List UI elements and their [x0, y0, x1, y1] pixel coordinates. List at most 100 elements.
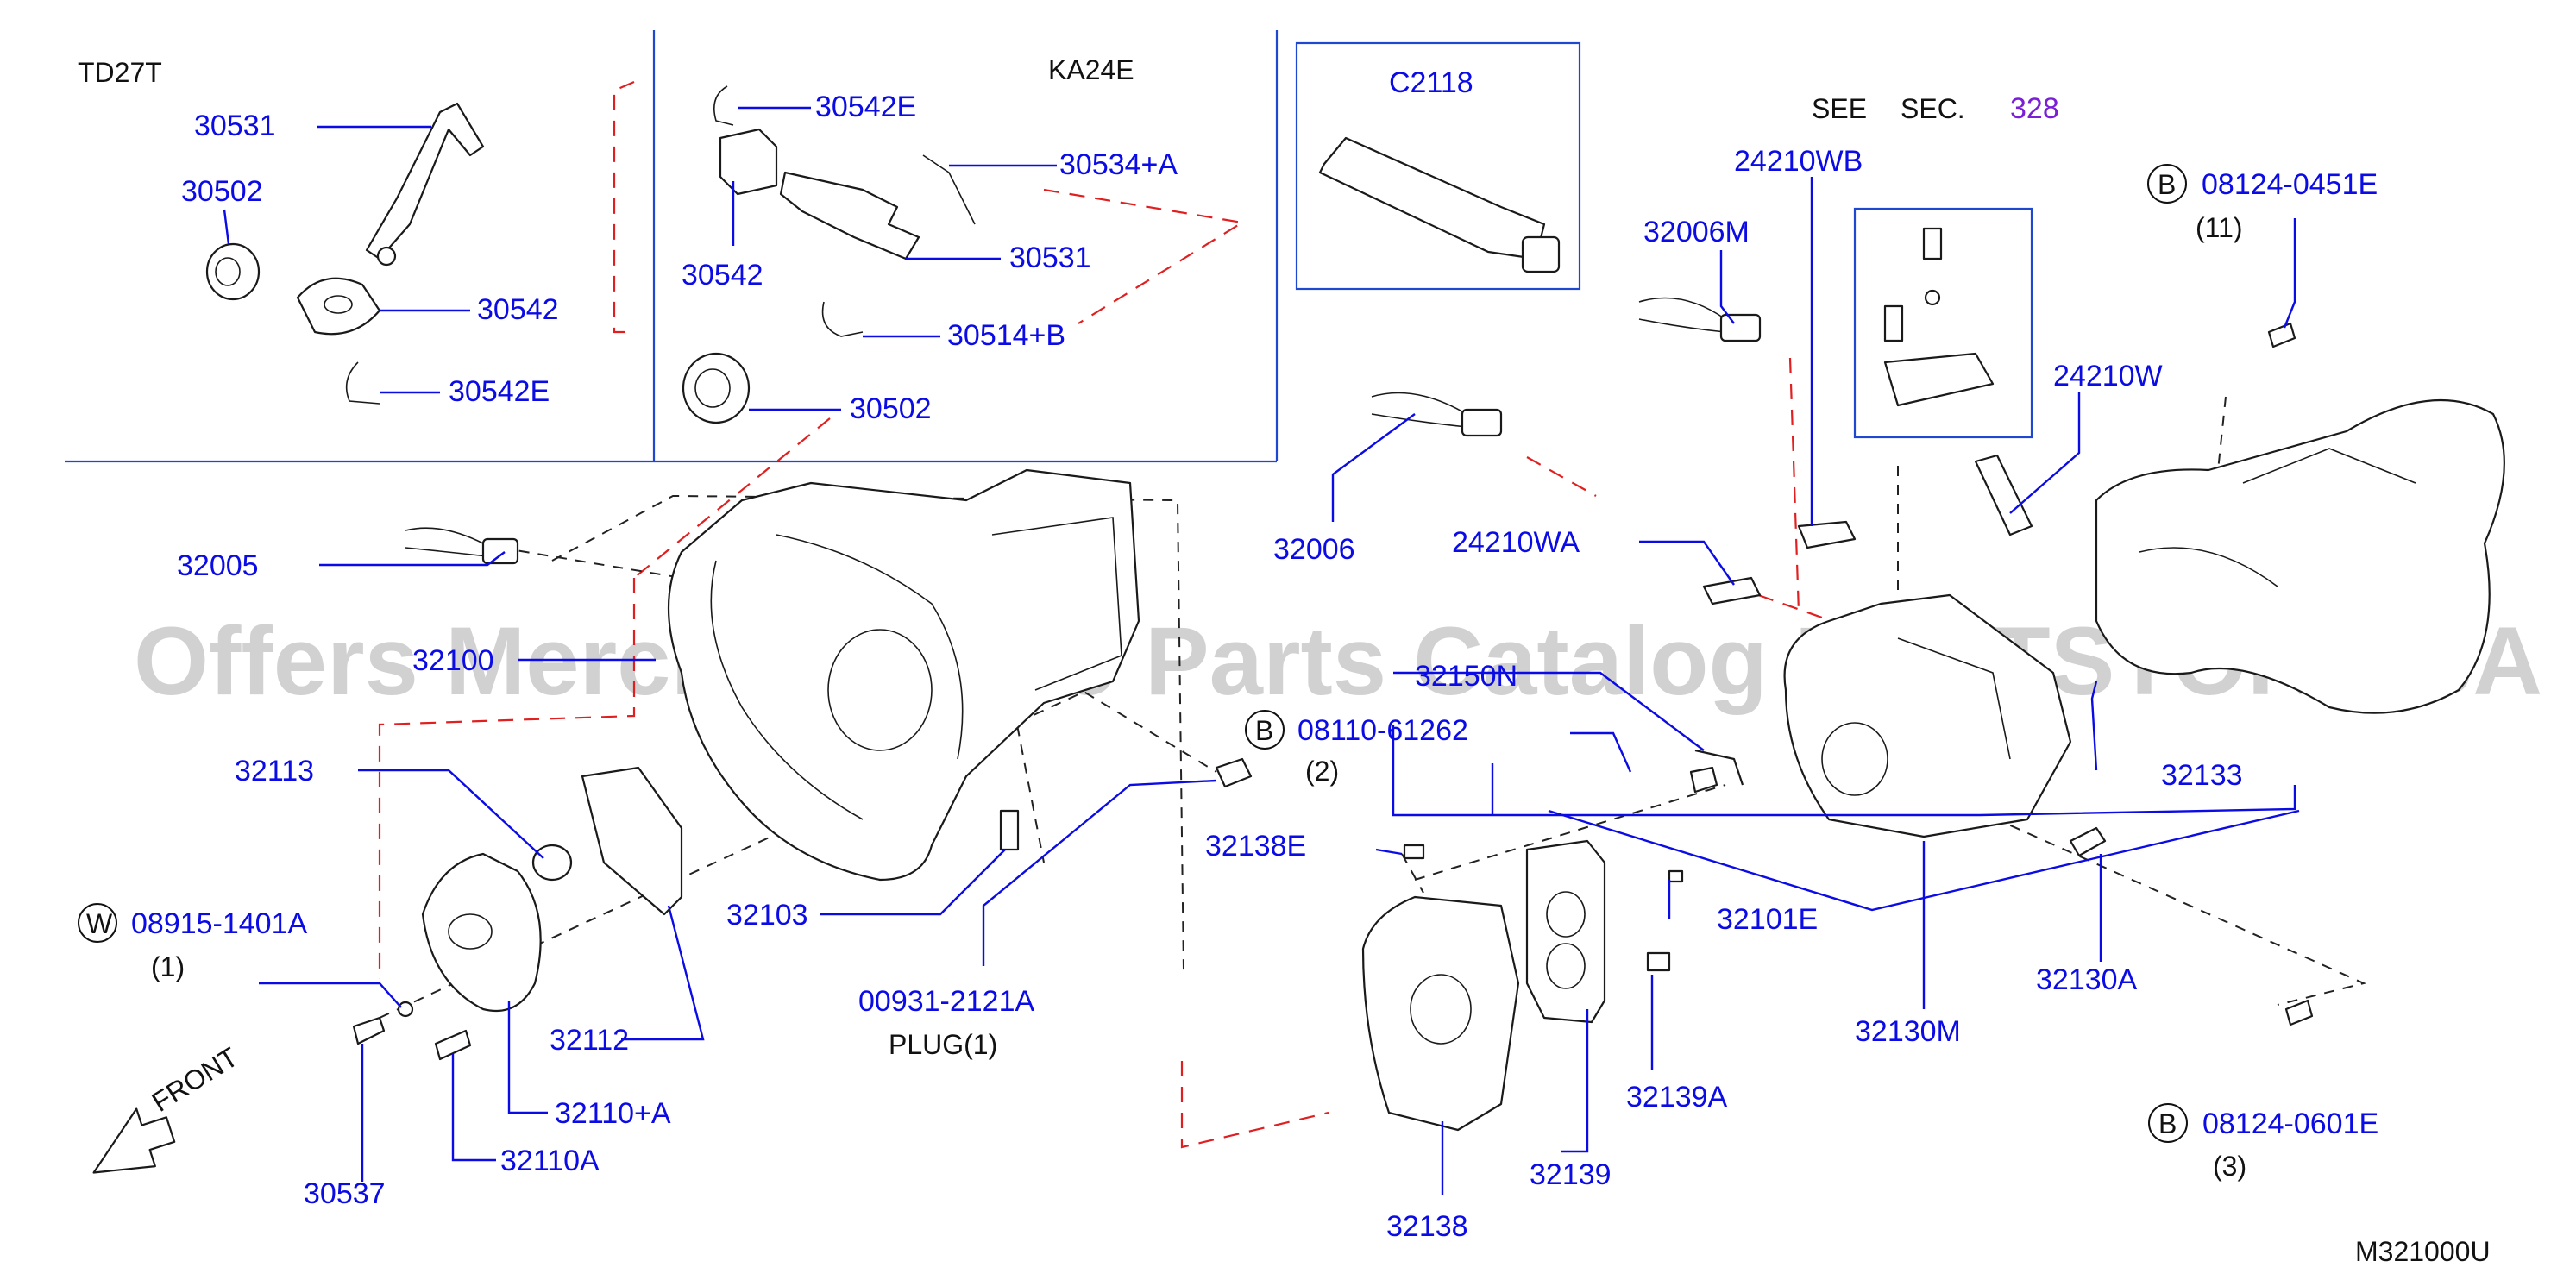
callout-32006: 32006: [1273, 533, 1355, 566]
callout-32100: 32100: [412, 644, 494, 677]
case-flange-line: [710, 560, 864, 820]
guide-bolt-0451e: [2216, 396, 2227, 480]
callout-32103: 32103: [726, 899, 808, 932]
gasket-hole-upper: [1546, 891, 1586, 938]
guide-32006: [1526, 456, 1597, 497]
callout-32113: 32113: [235, 755, 314, 787]
case-rib-line: [776, 534, 964, 760]
leader-08110-bolt: [1570, 731, 1632, 773]
sensor-32005-wire-2: [405, 547, 488, 557]
transfer-rib-line-2: [2139, 547, 2278, 587]
callout-32130A: 32130A: [2036, 963, 2138, 996]
plug-bolt-icon: [1215, 757, 1253, 788]
diagram-code-label: M321000U: [2355, 1236, 2491, 1267]
leader-32110A: [451, 1054, 496, 1162]
ka-release-fork-icon: [779, 171, 920, 260]
fork-pivot-icon: [376, 246, 397, 267]
see-sec-box: [1853, 207, 2033, 439]
front-arrow-icon: [92, 1107, 176, 1174]
bracket-32150n-icon: [1694, 749, 1744, 786]
bracket-24210wb-icon: [1797, 520, 1857, 549]
callout-td27t-30542E: 30542E: [449, 375, 550, 408]
transfer-case-icon: [2095, 398, 2505, 714]
front-arrow: FRONT: [92, 1041, 243, 1174]
leader-32133: [2090, 681, 2098, 771]
adapter-plate-icon: [1361, 895, 1520, 1132]
ka-bearing-bore-icon: [694, 368, 731, 408]
ka-pivot-clip-icon: [821, 301, 864, 337]
callout-ka-30502: 30502: [850, 392, 932, 425]
b-badge-0601e-letter: B: [2158, 1108, 2177, 1139]
sealant-box: [1295, 41, 1581, 291]
sensor-32005-icon: [481, 537, 519, 565]
bolt-32138e-icon: [1403, 844, 1425, 860]
section-number-link[interactable]: 328: [2010, 92, 2059, 125]
oil-seal-icon: [531, 844, 573, 882]
b-badge-08110: [1245, 710, 1285, 750]
callout-32150N: 32150N: [1415, 660, 1517, 693]
sealant-code-label: C2118: [1389, 66, 1473, 99]
transfer-case-drawing: [2095, 398, 2505, 714]
leader-lines: [223, 106, 2300, 1195]
plug-qty-label: PLUG(1): [889, 1029, 997, 1060]
leader-24210WA: [1639, 540, 1735, 586]
see-sec-bolt-icon: [1922, 227, 1943, 260]
callout-32139: 32139: [1530, 1158, 1612, 1191]
qty-0451E: (11): [2196, 212, 2243, 243]
callout-32130M: 32130M: [1855, 1015, 1961, 1048]
left-red-guide: [378, 578, 636, 979]
bracket-24210wa-icon: [1702, 576, 1762, 605]
leader-32112: [621, 905, 705, 1041]
rear-case-rib: [1897, 637, 2011, 760]
leader-32006M: [1719, 250, 1735, 324]
callout-32139A: 32139A: [1626, 1081, 1728, 1114]
rear-case-drawing: [1689, 322, 2314, 1026]
sec-label: SEC.: [1901, 93, 1965, 124]
callout-32112: 32112: [550, 1024, 629, 1057]
case-bore: [827, 629, 933, 751]
leader-32005: [319, 551, 506, 567]
callout-td27t-30502: 30502: [181, 175, 263, 208]
sensor-32006m-icon: [1719, 313, 1762, 342]
callout-ka-30514B: 30514+B: [947, 319, 1065, 352]
guide-rear-axis: [1414, 784, 1726, 881]
sensor-32006m-wire-2: [1638, 318, 1726, 333]
ka-bearing-sleeve-icon: [719, 128, 778, 196]
guide-plug: [1013, 706, 1045, 863]
transmission-case-icon: [667, 468, 1140, 882]
rear-case-icon: [1783, 593, 2072, 838]
leader-08915: [259, 982, 402, 1008]
td27t-bracket: [613, 80, 635, 334]
front-cover-icon: [421, 852, 542, 1013]
callout-32006M: 32006M: [1643, 216, 1750, 248]
leader-32110A-plus: [507, 1001, 548, 1114]
ka-retainer-clip-icon: [713, 85, 734, 126]
callout-08915: 08915-1401A: [131, 907, 308, 940]
bracket-24210w-icon: [1974, 454, 2033, 536]
sealant-tube-icon: [1318, 136, 1546, 260]
release-fork-icon: [365, 102, 485, 260]
b-badge-0601e: [2148, 1103, 2188, 1143]
callout-32138E: 32138E: [1205, 830, 1306, 863]
see-sec-bolt-2-icon: [1883, 304, 1904, 342]
pin-32101e-icon: [1668, 869, 1684, 883]
guide-32006m: [1788, 357, 1800, 613]
callout-ka-30531: 30531: [1009, 242, 1091, 274]
adapter-bore: [1410, 974, 1472, 1045]
callout-32133: 32133: [2161, 759, 2243, 792]
callout-32110A-plus: 32110+A: [555, 1097, 671, 1130]
bearing-sleeve-icon: [296, 277, 381, 336]
see-sec-washer-icon: [1924, 289, 1941, 306]
sensor-32006-icon: [1461, 408, 1503, 437]
bracket-parts: [1702, 227, 2033, 605]
leader-08110: [1392, 725, 2296, 817]
rear-case-bore: [1821, 722, 1888, 796]
callout-08124-0601E: 08124-0601E: [2202, 1107, 2378, 1140]
sealant-tube-drawing: [1318, 136, 1561, 273]
sensors: [405, 297, 1762, 565]
leader-08124-0451E: [2283, 218, 2296, 329]
b-badge-0451e-letter: B: [2158, 169, 2176, 200]
tube-cap-icon: [1521, 235, 1561, 273]
bolt-32110a-icon: [434, 1029, 472, 1061]
